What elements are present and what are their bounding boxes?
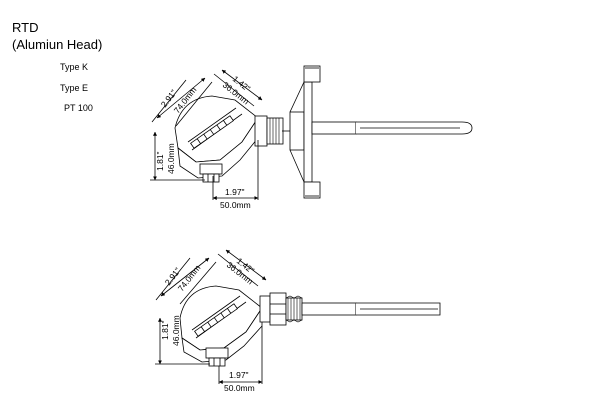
d1-base-in: 1.97" bbox=[225, 187, 245, 197]
d2-height-in: 1.81" bbox=[160, 320, 170, 340]
threaded-rtd-drawing bbox=[155, 249, 441, 384]
d2-base-in: 1.97" bbox=[229, 370, 249, 380]
d2-base-mm: 50.0mm bbox=[224, 383, 255, 393]
page-subtitle: (Alumiun Head) bbox=[12, 37, 103, 52]
d2-diag-mm: 74.0mm bbox=[176, 263, 203, 293]
page-title: RTD bbox=[12, 20, 39, 35]
d1-height-in: 1.81" bbox=[155, 151, 165, 171]
d2-height-mm: 46.0mm bbox=[171, 315, 181, 346]
pt100-label: PT 100 bbox=[64, 103, 93, 113]
d1-height-mm: 46.0mm bbox=[166, 143, 176, 174]
flanged-rtd-drawing bbox=[150, 65, 473, 200]
type-e-label: Type E bbox=[60, 83, 89, 93]
d1-base-mm: 50.0mm bbox=[220, 200, 251, 210]
type-k-label: Type K bbox=[60, 62, 89, 72]
